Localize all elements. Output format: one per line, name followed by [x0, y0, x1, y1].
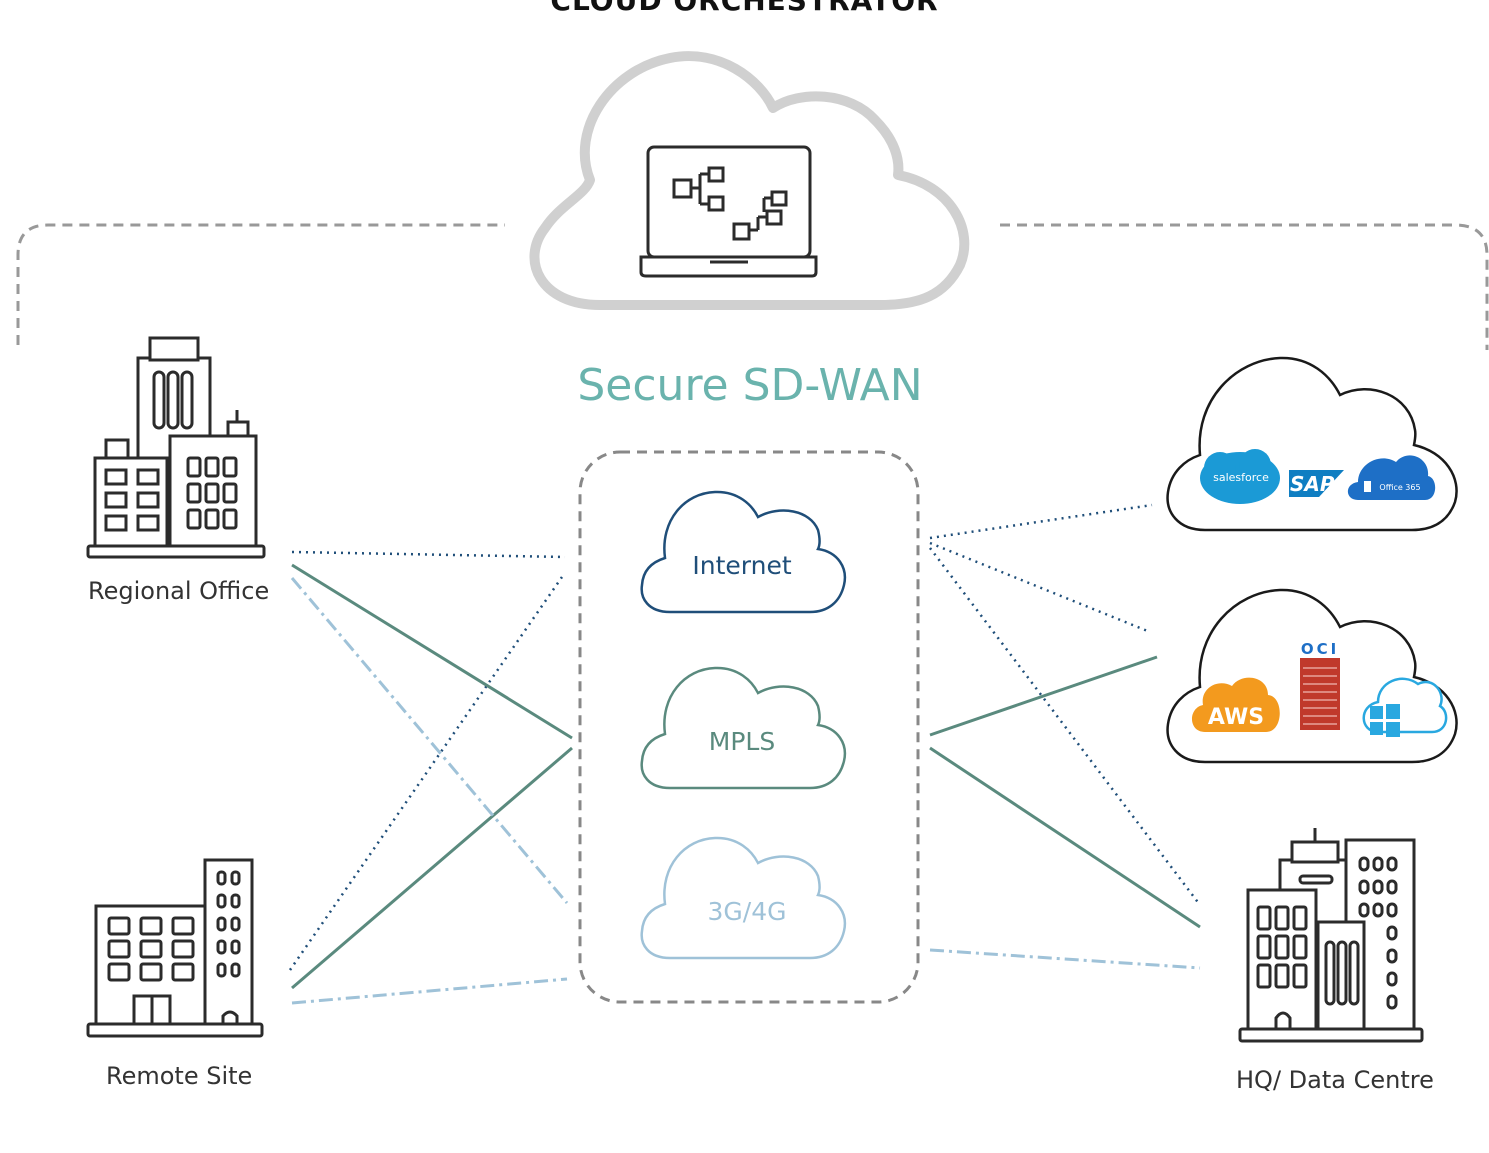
cellular-cloud-icon: [640, 836, 847, 960]
oci-label: OCI: [1301, 640, 1339, 658]
mpls-label: MPLS: [708, 727, 776, 756]
salesforce-logo: salesforce: [1200, 449, 1280, 504]
regional-office-label: Regional Office: [88, 577, 270, 605]
aws-label: AWS: [1208, 705, 1264, 730]
mpls-cloud-icon: [640, 666, 847, 790]
laptop-icon: [639, 145, 818, 278]
sap-logo: SAP: [1289, 470, 1344, 497]
orchestrator-cloud-icon: [529, 51, 970, 310]
internet-links: [288, 503, 1201, 971]
azure-logo: [1362, 677, 1448, 737]
oci-logo: OCI: [1300, 640, 1340, 730]
aws-logo: AWS: [1191, 677, 1280, 732]
internet-cloud-icon: [640, 490, 847, 614]
hq-label: HQ/ Data Centre: [1236, 1066, 1434, 1094]
orchestrator-bracket-left: [16, 223, 505, 345]
regional-office-building-icon: [86, 336, 266, 559]
office-label: Office 365: [1379, 483, 1420, 492]
cellular-label: 3G/4G: [707, 897, 787, 926]
orchestrator-title: CLOUD ORCHESTRATOR: [550, 0, 939, 17]
hq-building-icon: [1238, 828, 1424, 1043]
sap-label: SAP: [1290, 472, 1335, 496]
internet-label: Internet: [692, 551, 792, 580]
office365-logo: Office 365: [1347, 455, 1436, 500]
remote-site-label: Remote Site: [106, 1062, 253, 1090]
cellular-links: [290, 577, 1201, 1005]
saas-cloud-icon: [1166, 356, 1458, 532]
remote-site-building-icon: [86, 858, 264, 1038]
sdwan-title: Secure SD-WAN: [577, 360, 923, 411]
orchestrator-bracket-right: [1000, 223, 1489, 350]
salesforce-label: salesforce: [1213, 471, 1269, 484]
sdwan-container: [578, 450, 920, 1004]
mpls-links: [291, 563, 1201, 990]
